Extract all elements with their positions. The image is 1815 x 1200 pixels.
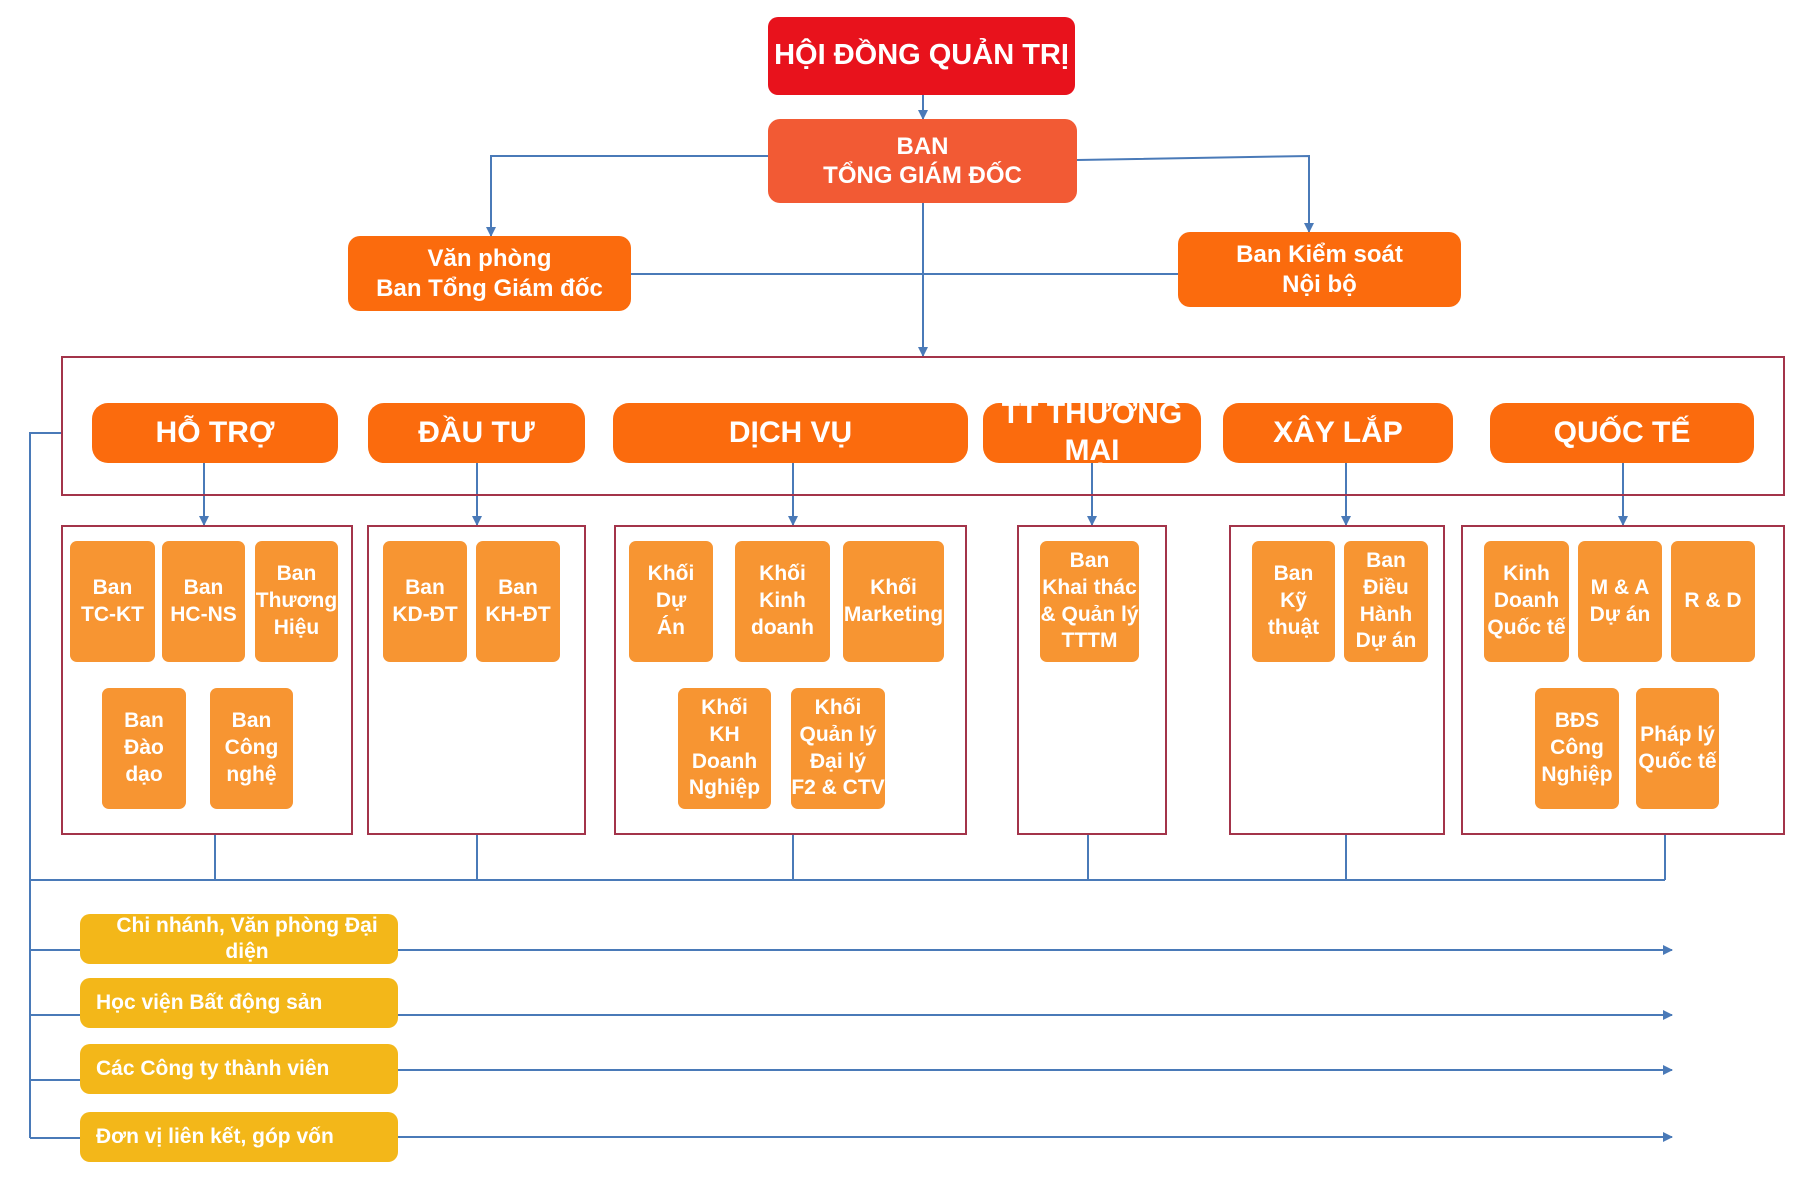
board-of-directors-box: HỘI ĐỒNG QUẢN TRỊ [768,17,1075,95]
unit-khoi-kinh-doanh: Khối Kinh doanh [735,541,830,662]
division-xay-lap: XÂY LẮP [1223,403,1453,463]
frame-xay-lap [1229,525,1445,835]
affiliate-don-vi-lien-ket: Đơn vị liên kết, góp vốn [80,1112,398,1162]
division-dau-tu: ĐẦU TƯ [368,403,585,463]
affiliate-hoc-vien: Học viện Bất động sản [80,978,398,1028]
unit-ban-thuong-hieu: Ban Thương Hiệu [255,541,338,662]
division-ho-tro: HỖ TRỢ [92,403,338,463]
unit-phap-ly-quoc-te: Pháp lý Quốc tế [1636,688,1719,809]
internal-control-box: Ban Kiểm soát Nội bộ [1178,232,1461,307]
frame-tt-thuong-mai [1017,525,1167,835]
unit-khoi-marketing: Khối Marketing [843,541,944,662]
unit-khoi-quan-ly-dai-ly: Khối Quản lý Đại lý F2 & CTV [791,688,885,809]
unit-ban-tc-kt: Ban TC-KT [70,541,155,662]
unit-ban-dieu-hanh-du-an: Ban Điều Hành Dự án [1344,541,1428,662]
ceo-office-box: Văn phòng Ban Tổng Giám đốc [348,236,631,311]
unit-ban-kh-dt: Ban KH-ĐT [476,541,560,662]
unit-r-and-d: R & D [1671,541,1755,662]
unit-kinh-doanh-quoc-te: Kinh Doanh Quốc tế [1484,541,1569,662]
frame-dau-tu [367,525,586,835]
divisions-frame [61,356,1785,496]
unit-khoi-du-an: Khối Dự Án [629,541,713,662]
unit-ban-hc-ns: Ban HC-NS [162,541,245,662]
unit-ma-du-an: M & A Dự án [1578,541,1662,662]
affiliate-cong-ty-thanh-vien: Các Công ty thành viên [80,1044,398,1094]
unit-bds-cong-nghiep: BĐS Công Nghiệp [1535,688,1619,809]
frame-dich-vu [614,525,967,835]
unit-ban-khai-thac-tttm: Ban Khai thác & Quản lý TTTM [1040,541,1139,662]
ceo-board-box: BAN TỔNG GIÁM ĐỐC [768,119,1077,203]
division-tt-thuong-mai: TT THƯƠNG MẠI [983,397,1201,467]
unit-ban-dao-dao: Ban Đào dạo [102,688,186,809]
division-dich-vu: DỊCH VỤ [613,403,968,463]
unit-ban-kd-dt: Ban KD-ĐT [383,541,467,662]
unit-ban-ky-thuat: Ban Kỹ thuật [1252,541,1335,662]
affiliate-chi-nhanh: Chi nhánh, Văn phòng Đại diện [80,914,398,964]
frame-ho-tro [61,525,353,835]
unit-ban-cong-nghe: Ban Công nghệ [210,688,293,809]
unit-khoi-kh-doanh-nghiep: Khối KH Doanh Nghiệp [678,688,771,809]
frame-quoc-te [1461,525,1785,835]
division-quoc-te: QUỐC TẾ [1490,403,1754,463]
